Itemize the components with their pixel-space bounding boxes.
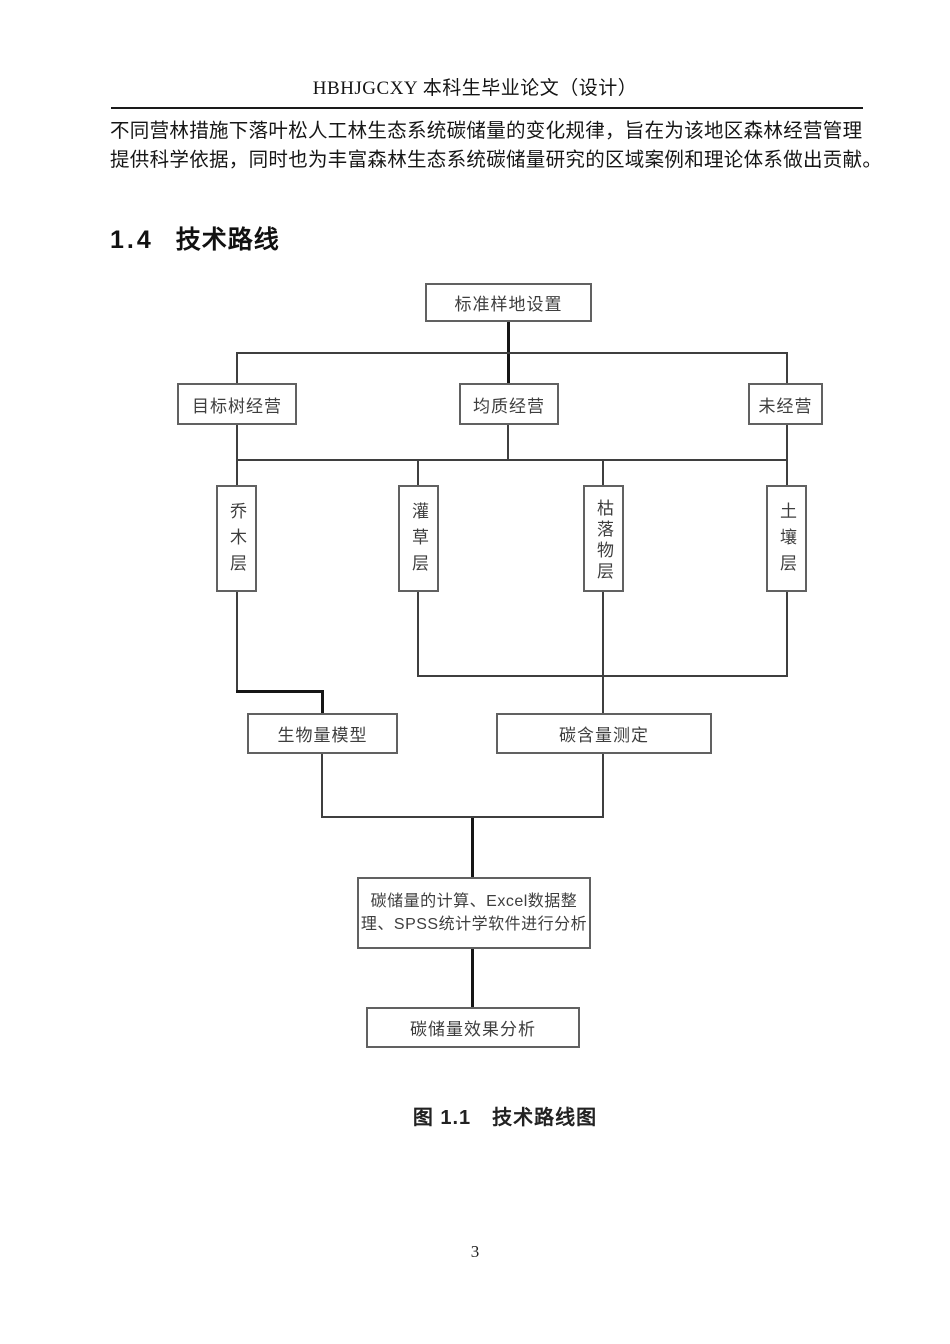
node-carbon-content-determination: 碳含量测定 [496, 713, 712, 754]
connector [321, 754, 323, 817]
connector [507, 425, 509, 460]
connector [321, 690, 324, 713]
body-paragraph: 不同营林措施下落叶松人工林生态系统碳储量的变化规律，旨在为该地区森林经营管理 提… [110, 117, 883, 175]
connector [602, 677, 604, 713]
connector [786, 592, 788, 676]
calc-text-line-1: 碳储量的计算、Excel数据整 [370, 893, 578, 910]
node-unmanaged: 未经营 [748, 383, 823, 425]
connector [786, 354, 788, 383]
node-homogeneous-management: 均质经营 [459, 383, 559, 425]
node-biomass-model: 生物量模型 [247, 713, 398, 754]
paragraph-line-1: 不同营林措施下落叶松人工林生态系统碳储量的变化规律，旨在为该地区森林经营管理 [110, 121, 863, 142]
connector [417, 675, 788, 677]
connector [417, 592, 419, 676]
node-carbon-storage-effect-analysis: 碳储量效果分析 [366, 1007, 580, 1048]
header-rule [111, 107, 863, 109]
node-shrub-grass-layer: 灌草层 [398, 485, 439, 592]
node-litter-layer: 枯落物层 [583, 485, 624, 592]
node-target-tree-management: 目标树经营 [177, 383, 297, 425]
paragraph-line-2: 提供科学依据，同时也为丰富森林生态系统碳储量研究的区域案例和理论体系做出贡献。 [110, 150, 883, 171]
node-soil-layer: 土壤层 [766, 485, 807, 592]
connector [507, 354, 510, 383]
connector [236, 425, 238, 460]
node-tree-layer: 乔木层 [216, 485, 257, 592]
figure-caption: 图 1.1 技术路线图 [412, 1107, 598, 1129]
connector [602, 754, 604, 817]
calc-text-line-2: 理、SPSS统计学软件进行分析 [360, 916, 588, 933]
connector [471, 949, 474, 1007]
connector [321, 816, 604, 818]
node-carbon-storage-calculation: 碳储量的计算、Excel数据整 理、SPSS统计学软件进行分析 [357, 877, 591, 949]
connector [236, 352, 788, 354]
connector [417, 461, 419, 485]
connector [471, 818, 474, 877]
connector [236, 592, 238, 692]
connector [236, 459, 788, 461]
connector [236, 690, 324, 693]
section-number: 1.4 [110, 226, 154, 254]
connector [507, 322, 510, 353]
connector [236, 354, 238, 383]
connector [786, 425, 788, 460]
connector [786, 461, 788, 485]
connector [602, 592, 604, 676]
page-number: 3 [470, 1242, 480, 1261]
running-header-title: HBHJGCXY 本科生毕业论文（设计） [312, 78, 638, 99]
node-standard-plot-setup: 标准样地设置 [425, 283, 592, 322]
section-heading: 1.4 技术路线 [110, 220, 280, 256]
connector [602, 461, 604, 485]
section-title: 技术路线 [175, 226, 280, 254]
connector [236, 461, 238, 485]
